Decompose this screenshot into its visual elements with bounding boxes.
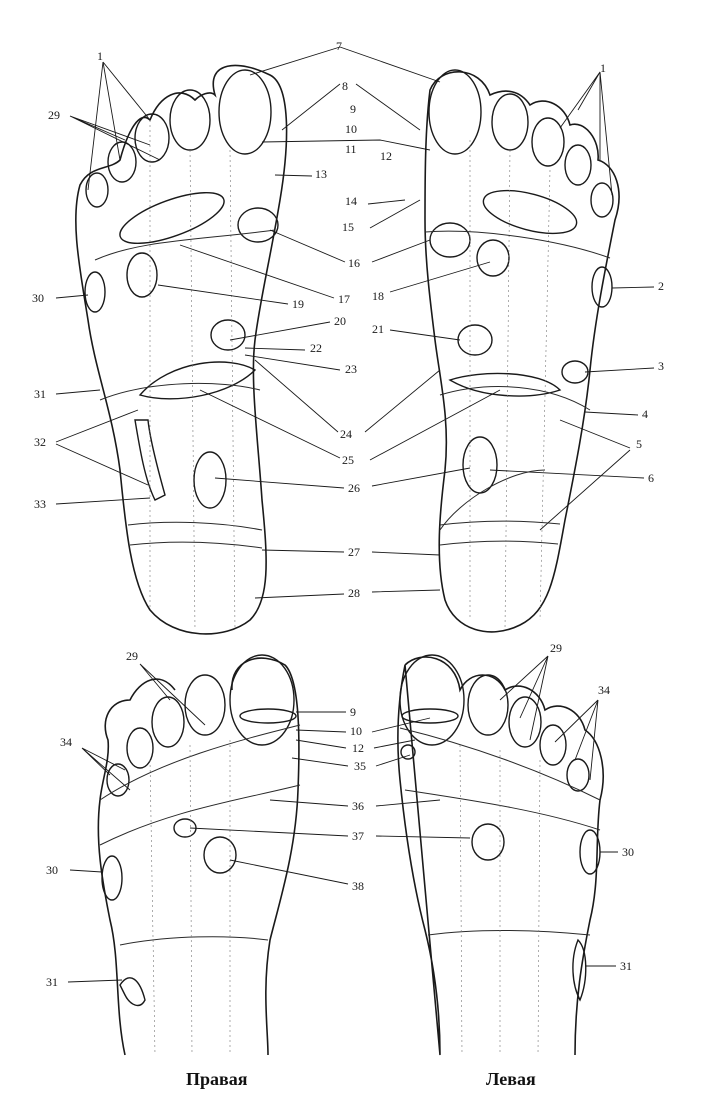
right-foot-dorsal bbox=[97, 654, 301, 1056]
bottom-labels: 29 9 10 12 35 36 37 38 34 30 31 29 34 30… bbox=[46, 641, 634, 989]
label-19: 19 bbox=[292, 297, 304, 311]
label-30-top: 30 bbox=[32, 291, 44, 305]
label-32: 32 bbox=[34, 435, 46, 449]
caption-right: Правая bbox=[186, 1069, 248, 1089]
label-12: 12 bbox=[380, 149, 392, 163]
label-10-bottom: 10 bbox=[350, 724, 362, 738]
label-31-bottom-left: 31 bbox=[620, 959, 632, 973]
label-22: 22 bbox=[310, 341, 322, 355]
label-15: 15 bbox=[342, 220, 354, 234]
label-7: 7 bbox=[336, 39, 342, 53]
label-23: 23 bbox=[345, 362, 357, 376]
label-9: 9 bbox=[350, 102, 356, 116]
label-16: 16 bbox=[348, 256, 360, 270]
label-28: 28 bbox=[348, 586, 360, 600]
label-37: 37 bbox=[352, 829, 364, 843]
label-6: 6 bbox=[648, 471, 654, 485]
label-18: 18 bbox=[372, 289, 384, 303]
label-33: 33 bbox=[34, 497, 46, 511]
right-foot-sole bbox=[75, 64, 288, 635]
left-foot-dorsal bbox=[397, 654, 604, 1056]
label-14: 14 bbox=[345, 194, 357, 208]
label-2: 2 bbox=[658, 279, 664, 293]
label-20: 20 bbox=[334, 314, 346, 328]
label-4: 4 bbox=[642, 407, 648, 421]
label-24: 24 bbox=[340, 427, 352, 441]
label-21: 21 bbox=[372, 322, 384, 336]
label-29-bottom-right: 29 bbox=[126, 649, 138, 663]
label-25: 25 bbox=[342, 453, 354, 467]
label-11: 11 bbox=[345, 142, 357, 156]
label-17: 17 bbox=[338, 292, 350, 306]
label-3: 3 bbox=[658, 359, 664, 373]
label-10: 10 bbox=[345, 122, 357, 136]
label-5: 5 bbox=[636, 437, 642, 451]
left-foot-sole bbox=[424, 69, 620, 633]
label-38: 38 bbox=[352, 879, 364, 893]
label-9-bottom: 9 bbox=[350, 705, 356, 719]
label-12-bottom: 12 bbox=[352, 741, 364, 755]
label-29-bottom-left: 29 bbox=[550, 641, 562, 655]
label-30-bottom-right: 30 bbox=[46, 863, 58, 877]
top-labels: 1 1 7 8 9 10 11 12 13 14 15 16 17 18 19 … bbox=[32, 39, 664, 600]
label-30-bottom-left: 30 bbox=[622, 845, 634, 859]
label-31-bottom-right: 31 bbox=[46, 975, 58, 989]
label-34-left: 34 bbox=[598, 683, 610, 697]
label-1-right: 1 bbox=[97, 49, 103, 63]
label-27: 27 bbox=[348, 545, 360, 559]
label-29-top: 29 bbox=[48, 108, 60, 122]
label-8: 8 bbox=[342, 79, 348, 93]
label-13: 13 bbox=[315, 167, 327, 181]
label-35: 35 bbox=[354, 759, 366, 773]
label-1-left: 1 bbox=[600, 61, 606, 75]
label-36: 36 bbox=[352, 799, 364, 813]
label-26: 26 bbox=[348, 481, 360, 495]
label-34-right: 34 bbox=[60, 735, 72, 749]
label-31-top: 31 bbox=[34, 387, 46, 401]
caption-left: Левая bbox=[486, 1069, 536, 1089]
